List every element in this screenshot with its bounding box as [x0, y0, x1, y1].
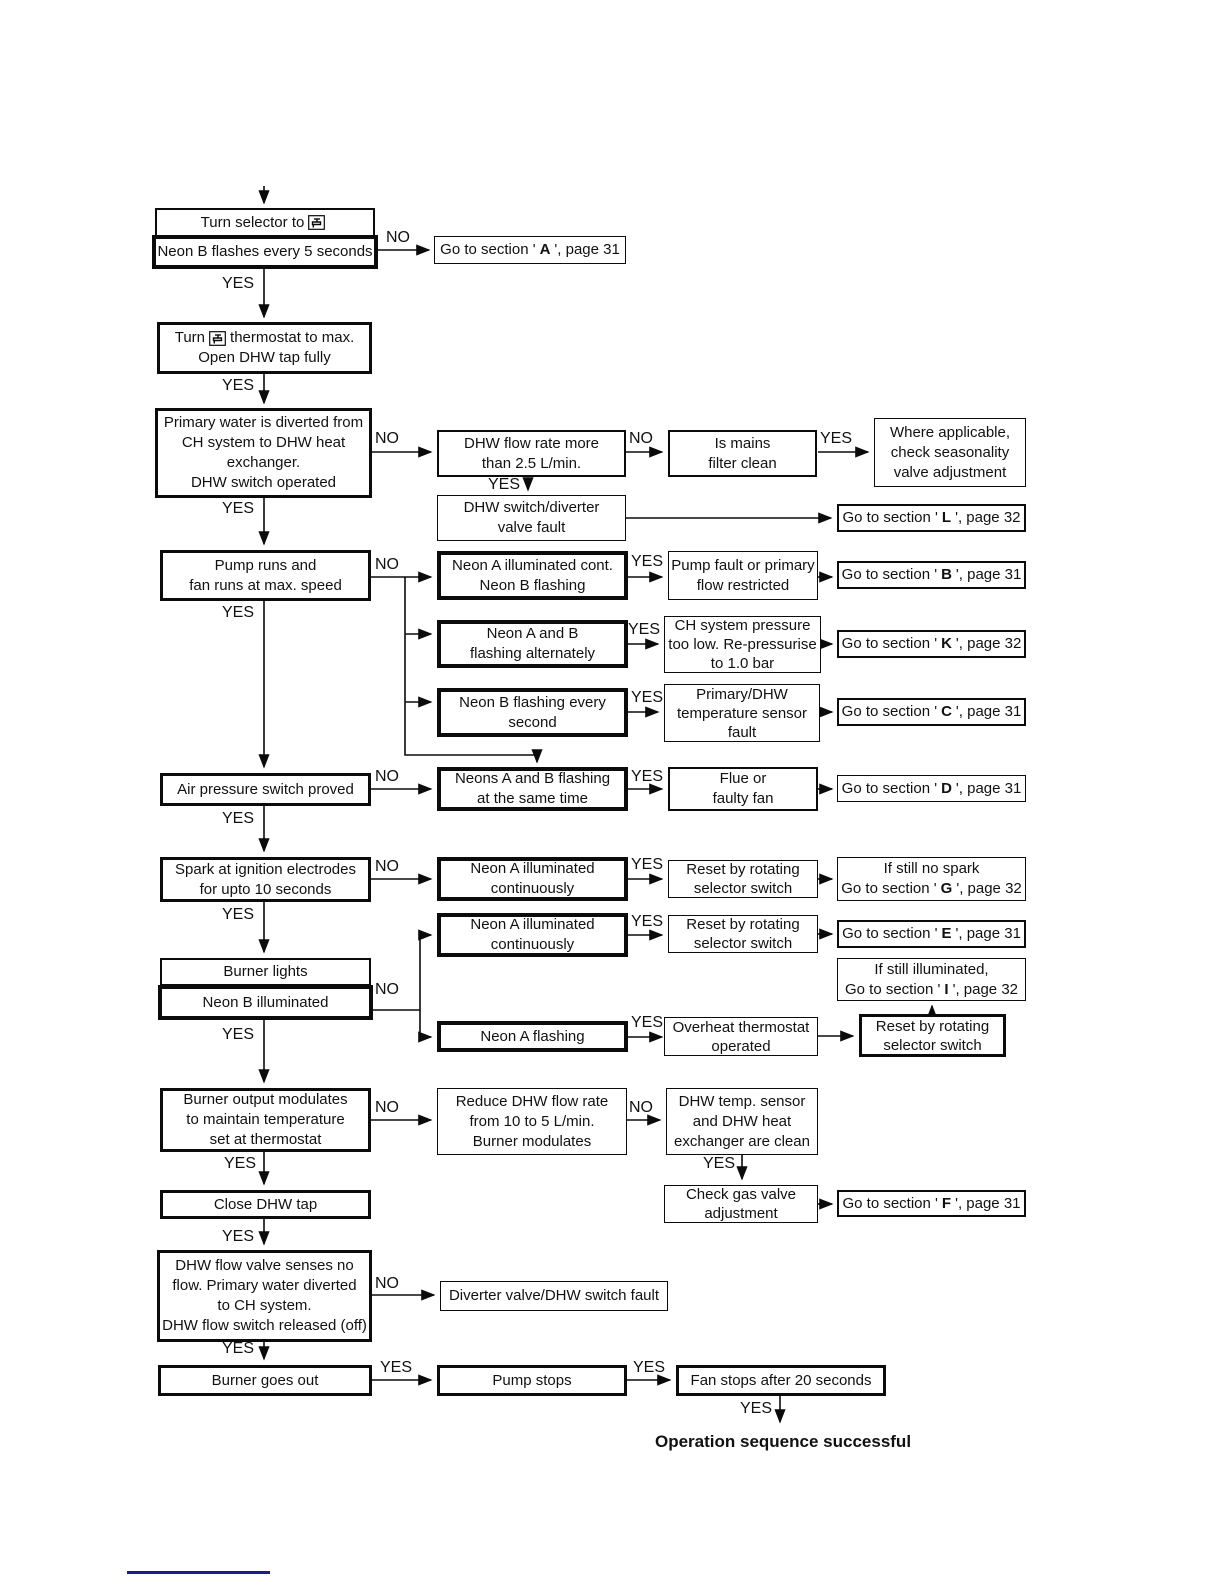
node-diverter-valve-fault: Diverter valve/DHW switch fault: [440, 1281, 668, 1311]
yes-label: YES: [628, 621, 661, 638]
node-air-pressure-switch: Air pressure switch proved: [160, 773, 371, 806]
node-goto-f: Go to section 'F', page 31: [837, 1190, 1026, 1217]
no-label: NO: [375, 1275, 399, 1292]
yes-label: YES: [631, 689, 664, 706]
yes-label: YES: [631, 1014, 664, 1031]
no-label: NO: [629, 1099, 653, 1116]
node-reset-selector-1: Reset by rotating selector switch: [668, 860, 818, 898]
node-flue-faulty-fan: Flue or faulty fan: [668, 767, 818, 811]
node-reset-selector-2: Reset by rotating selector switch: [668, 915, 818, 953]
node-neons-ab-same-time: Neons A and B flashing at the same time: [437, 767, 628, 811]
node-primary-water: Primary water is diverted from CH system…: [155, 408, 372, 498]
yes-label: YES: [488, 476, 521, 493]
node-neon-ab-alternately: Neon A and B flashing alternately: [437, 620, 628, 668]
yes-label: YES: [222, 810, 255, 827]
node-check-gas-valve: Check gas valve adjustment: [664, 1185, 818, 1223]
node-where-applicable: Where applicable, check seasonality valv…: [874, 418, 1026, 487]
node-dhw-temp-clean: DHW temp. sensor and DHW heat exchanger …: [666, 1088, 818, 1155]
node-goto-k: Go to section 'K', page 32: [837, 630, 1026, 658]
node-neon-a-illuminated-2: Neon A illuminated continuously: [437, 913, 628, 957]
node-if-still-illuminated-goto-i: If still illuminated, Go to section 'I',…: [837, 958, 1026, 1001]
yes-label: YES: [631, 553, 664, 570]
yes-label: YES: [222, 604, 255, 621]
yes-label: YES: [740, 1400, 773, 1417]
node-neon-a-illuminated-1: Neon A illuminated continuously: [437, 857, 628, 901]
yes-label: YES: [633, 1359, 666, 1376]
node-spark-ignition: Spark at ignition electrodes for upto 10…: [160, 857, 371, 902]
node-fan-stops: Fan stops after 20 seconds: [676, 1365, 886, 1396]
node-primary-dhw-sensor-fault: Primary/DHW temperature sensor fault: [664, 684, 820, 742]
node-goto-d: Go to section 'D', page 31: [837, 775, 1026, 802]
node-goto-b: Go to section 'B', page 31: [837, 561, 1026, 589]
node-goto-c: Go to section 'C', page 31: [837, 698, 1026, 726]
node-turn-selector: Turn selector to: [155, 208, 375, 237]
no-label: NO: [375, 981, 399, 998]
node-neon-a-cont-b-flashing: Neon A illuminated cont. Neon B flashing: [437, 551, 628, 600]
node-dhw-flow-rate: DHW flow rate more than 2.5 L/min.: [437, 430, 626, 477]
node-pump-stops: Pump stops: [437, 1365, 627, 1396]
node-burner-output-modulates: Burner output modulates to maintain temp…: [160, 1088, 371, 1152]
node-if-still-no-spark-goto-g: If still no spark Go to section 'G', pag…: [837, 857, 1026, 901]
tap-icon: [209, 330, 226, 346]
no-label: NO: [375, 556, 399, 573]
no-label: NO: [375, 858, 399, 875]
yes-label: YES: [224, 1155, 257, 1172]
yes-label: YES: [222, 500, 255, 517]
no-label: NO: [375, 430, 399, 447]
node-reduce-dhw-flow: Reduce DHW flow rate from 10 to 5 L/min.…: [437, 1088, 627, 1155]
yes-label: YES: [222, 377, 255, 394]
node-overheat-thermostat: Overheat thermostat operated: [664, 1017, 818, 1056]
operation-success-text: Operation sequence successful: [655, 1432, 912, 1451]
node-pump-runs: Pump runs and fan runs at max. speed: [160, 550, 371, 601]
node-burner-lights: Burner lights: [160, 958, 371, 986]
no-label: NO: [386, 229, 410, 246]
node-reset-selector-3: Reset by rotating selector switch: [859, 1014, 1006, 1057]
yes-label: YES: [222, 1228, 255, 1245]
node-dhw-no-flow: DHW flow valve senses no flow. Primary w…: [157, 1250, 372, 1342]
yes-label: YES: [222, 906, 255, 923]
yes-label: YES: [631, 768, 664, 785]
node-neon-b-every-second: Neon B flashing every second: [437, 688, 628, 737]
yes-label: YES: [380, 1359, 413, 1376]
node-goto-a: Go to section 'A', page 31: [434, 236, 626, 264]
no-label: NO: [629, 430, 653, 447]
node-neon-b-flashes: Neon B flashes every 5 seconds: [152, 235, 378, 269]
node-close-dhw-tap: Close DHW tap: [160, 1190, 371, 1219]
no-label: NO: [375, 1099, 399, 1116]
node-is-mains-filter: Is mains filter clean: [668, 430, 817, 477]
yes-label: YES: [222, 275, 255, 292]
yes-label: YES: [631, 913, 664, 930]
node-ch-pressure-low: CH system pressure too low. Re-pressuris…: [664, 616, 821, 673]
yes-label: YES: [222, 1026, 255, 1043]
tap-icon: [308, 215, 326, 230]
node-neon-b-illuminated: Neon B illuminated: [158, 985, 373, 1020]
node-goto-l: Go to section 'L', page 32: [837, 504, 1026, 532]
yes-label: YES: [631, 856, 664, 873]
node-pump-fault: Pump fault or primary flow restricted: [668, 551, 818, 600]
node-goto-e: Go to section 'E', page 31: [837, 920, 1026, 948]
node-neon-a-flashing: Neon A flashing: [437, 1021, 628, 1052]
yes-label: YES: [222, 1340, 255, 1357]
footer-rule: [127, 1571, 270, 1574]
node-turn-thermostat: Turn thermostat to max. Open DHW tap ful…: [157, 322, 372, 374]
no-label: NO: [375, 768, 399, 785]
yes-label: YES: [820, 430, 853, 447]
yes-label: YES: [703, 1155, 736, 1172]
node-dhw-switch-fault: DHW switch/diverter valve fault: [437, 495, 626, 541]
node-burner-goes-out: Burner goes out: [158, 1365, 372, 1396]
